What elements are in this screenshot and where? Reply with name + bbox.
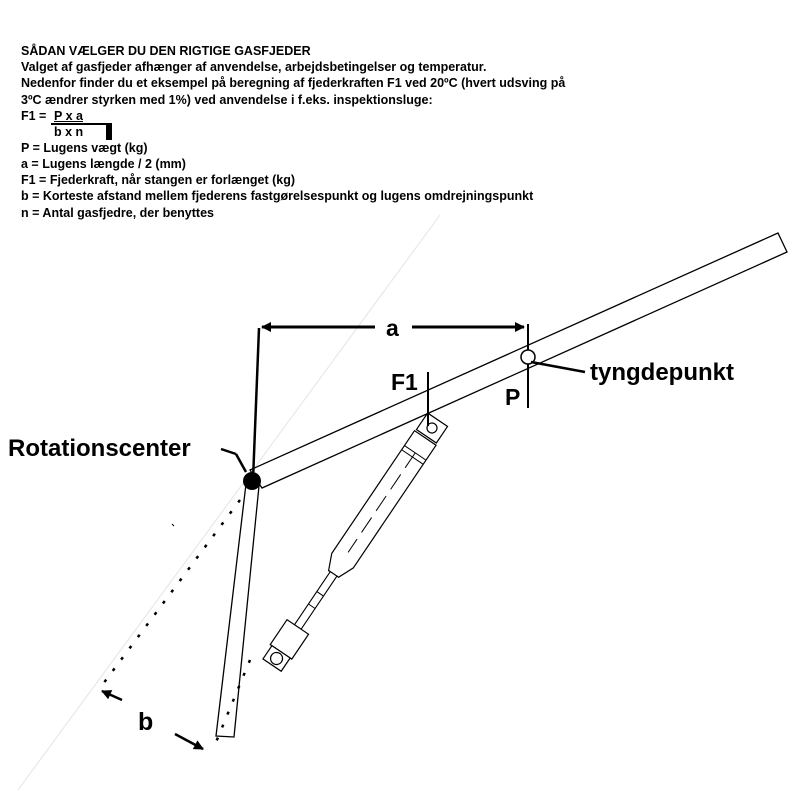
formula-denominator: b x n bbox=[54, 124, 84, 139]
instructions-text: SÅDAN VÆLGER DU DEN RIGTIGE GASFJEDER Va… bbox=[21, 43, 661, 221]
cylinder-center-line bbox=[347, 452, 416, 553]
formula: F1 = P x a b x n bbox=[21, 108, 661, 140]
intro-line: Nedenfor finder du et eksempel på beregn… bbox=[21, 76, 566, 91]
formula-numerator: P x a bbox=[54, 108, 83, 123]
f1-label: F1 bbox=[391, 369, 418, 395]
rotation-center-label: Rotationscenter bbox=[8, 435, 191, 462]
fraction-bar bbox=[51, 122, 111, 125]
heading: SÅDAN VÆLGER DU DEN RIGTIGE GASFJEDER bbox=[21, 44, 311, 58]
intro-line: Valget af gasfjeder afhænger af anvendel… bbox=[21, 60, 487, 75]
definition-a: a = Lugens længde / 2 (mm) bbox=[21, 157, 186, 172]
spring-axis-line bbox=[212, 659, 252, 748]
cylinder-band bbox=[401, 449, 424, 465]
b-reference-line bbox=[98, 499, 242, 689]
a-label: a bbox=[386, 315, 399, 341]
cylinder-band bbox=[404, 445, 427, 461]
gas-spring bbox=[262, 412, 449, 673]
rotation-leader bbox=[220, 447, 237, 456]
tick-mark bbox=[171, 523, 175, 527]
a-left-extension bbox=[251, 327, 261, 481]
center-of-gravity-icon bbox=[520, 349, 536, 365]
spring-rod bbox=[293, 570, 338, 630]
p-label: P bbox=[505, 384, 520, 410]
fraction-end-mark bbox=[106, 122, 112, 140]
b-label: b bbox=[138, 708, 153, 736]
cg-leader bbox=[530, 360, 586, 374]
definition-f1: F1 = Fjederkraft, når stangen er forlæng… bbox=[21, 173, 296, 188]
cg-label: tyngdepunkt bbox=[590, 359, 734, 386]
rotation-center-dot bbox=[243, 472, 261, 490]
intro-line: 3ºC ændrer styrken med 1%) ved anvendels… bbox=[21, 92, 433, 107]
definition-p: P = Lugens vægt (kg) bbox=[21, 140, 148, 155]
rotation-leader bbox=[234, 453, 248, 473]
b-dimension-arrow bbox=[101, 689, 123, 702]
b-dimension-arrow bbox=[174, 732, 204, 751]
rod-mark bbox=[316, 591, 324, 597]
definition-b: b = Korteste afstand mellem fjederens fa… bbox=[21, 189, 534, 204]
definition-n: n = Antal gasfjedre, der benyttes bbox=[21, 205, 214, 220]
rod-mark bbox=[308, 603, 316, 609]
spring-bottom-pivot bbox=[269, 651, 284, 666]
formula-lhs: F1 = bbox=[21, 108, 47, 123]
guide-line bbox=[17, 214, 441, 791]
